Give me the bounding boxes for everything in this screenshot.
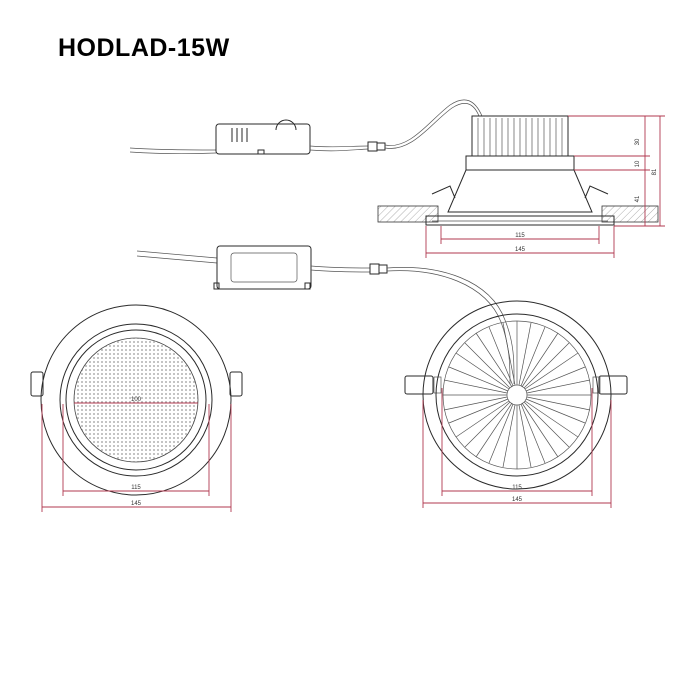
front-lens-diameter: 100 — [131, 397, 142, 403]
back-view-dimensions: 115 145 — [422, 388, 612, 508]
driver-top — [129, 99, 483, 155]
side-view-dimensions: 115 145 30 10 41 81 — [425, 115, 665, 258]
back-outer-diameter: 145 — [512, 497, 523, 503]
front-inner-diameter: 115 — [131, 485, 141, 491]
product-title: HODLAD-15W — [58, 34, 230, 62]
heatsink-fins — [443, 321, 591, 469]
side-outer-diameter: 145 — [515, 247, 526, 253]
height-fins: 30 — [635, 138, 641, 145]
back-inner-diameter: 115 — [512, 485, 522, 491]
height-mid: 10 — [635, 160, 641, 167]
front-view-dimensions: 100 115 145 — [41, 397, 232, 512]
front-outer-diameter: 145 — [131, 501, 142, 507]
side-view-fixture — [377, 115, 659, 226]
back-view-fixture — [404, 300, 628, 490]
driver-bottom — [136, 245, 515, 385]
height-base: 41 — [635, 195, 641, 202]
front-view-fixture — [30, 304, 243, 496]
height-total: 81 — [652, 168, 658, 175]
side-inner-diameter: 115 — [515, 233, 525, 239]
